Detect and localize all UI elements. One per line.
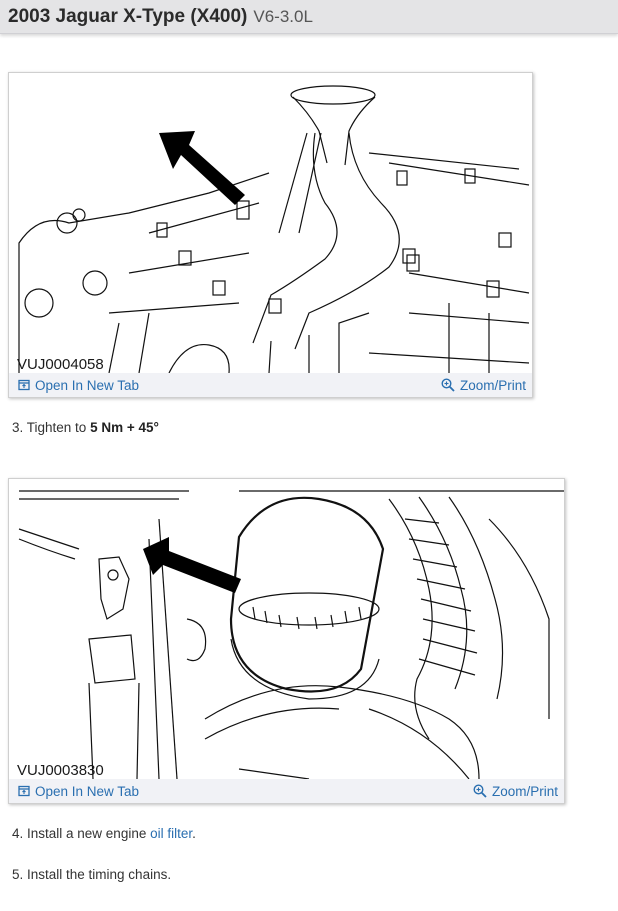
step-4-text: 4. Install a new engine [12, 826, 151, 841]
figure-card: VUJ0003830 Open In New Tab Zoom/Print [8, 478, 565, 804]
oil-filter-illustration [18, 490, 564, 779]
figure-id: VUJ0004058 [17, 356, 104, 373]
step-4-suffix: . [192, 826, 196, 841]
page-header: 2003 Jaguar X-Type (X400) V6-3.0L [0, 0, 618, 34]
oil-filter-link[interactable]: oil filter [150, 826, 193, 841]
pointer-arrow [143, 537, 241, 593]
zoom-in-icon [473, 784, 487, 798]
vehicle-title: 2003 Jaguar X-Type (X400) [8, 5, 248, 27]
figure-toolbar: Open In New Tab Zoom/Print [9, 373, 532, 397]
pointer-arrow [159, 131, 245, 205]
step-4: 4. Install a new engine oil filter. [12, 826, 196, 841]
zoom-in-icon [441, 378, 455, 392]
open-in-new-tab-link[interactable]: Open In New Tab [18, 784, 139, 799]
figure-card: VUJ0004058 Open In New Tab Zoom/Print [8, 72, 533, 398]
torque-value: 5 Nm + 45° [90, 420, 159, 435]
zoom-print-link[interactable]: Zoom/Print [473, 784, 558, 799]
zoom-print-link[interactable]: Zoom/Print [441, 378, 526, 393]
open-in-new-tab-icon [18, 379, 30, 391]
open-in-new-tab-label: Open In New Tab [35, 377, 140, 393]
step-3: 3. Tighten to 5 Nm + 45° [12, 420, 159, 435]
figure-id: VUJ0003830 [17, 762, 104, 779]
step-3-text: 3. Tighten to [12, 420, 91, 435]
open-in-new-tab-label: Open In New Tab [35, 783, 140, 799]
figure-toolbar: Open In New Tab Zoom/Print [9, 779, 564, 803]
engine-label: V6-3.0L [253, 6, 313, 26]
open-in-new-tab-link[interactable]: Open In New Tab [18, 378, 139, 393]
open-in-new-tab-icon [18, 785, 30, 797]
step-5: 5. Install the timing chains. [12, 867, 172, 882]
zoom-print-label: Zoom/Print [491, 783, 558, 799]
engine-oil-filler-illustration [18, 85, 530, 373]
zoom-print-label: Zoom/Print [459, 377, 526, 393]
